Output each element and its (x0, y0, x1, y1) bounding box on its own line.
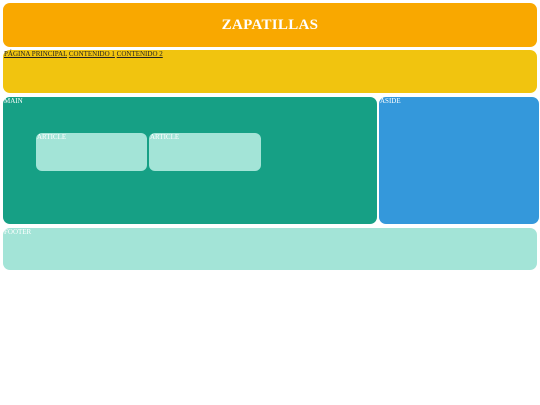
aside-section: ASIDE (379, 97, 539, 224)
nav-link-content-2[interactable]: CONTENIDO 2 (116, 50, 163, 58)
nav-link-home[interactable]: PÁGINA PRINCIPAL (4, 50, 68, 58)
article-card: ARTICLE (149, 133, 261, 171)
page-footer: FOOTER (3, 228, 537, 270)
article-label: ARTICLE (150, 133, 180, 141)
page-header: ZAPATILLAS (3, 3, 537, 47)
article-card: ARTICLE (36, 133, 147, 171)
main-label: MAIN (4, 97, 23, 105)
article-label: ARTICLE (37, 133, 67, 141)
footer-label: FOOTER (4, 228, 32, 236)
nav-link-content-1[interactable]: CONTENIDO 1 (68, 50, 115, 58)
main-section: MAIN ARTICLE ARTICLE (3, 97, 377, 224)
aside-label: ASIDE (380, 97, 401, 105)
page-title: ZAPATILLAS (221, 16, 319, 33)
nav-bar: PÁGINA PRINCIPAL CONTENIDO 1 CONTENIDO 2 (3, 50, 537, 93)
nav-links: PÁGINA PRINCIPAL CONTENIDO 1 CONTENIDO 2 (4, 50, 163, 59)
